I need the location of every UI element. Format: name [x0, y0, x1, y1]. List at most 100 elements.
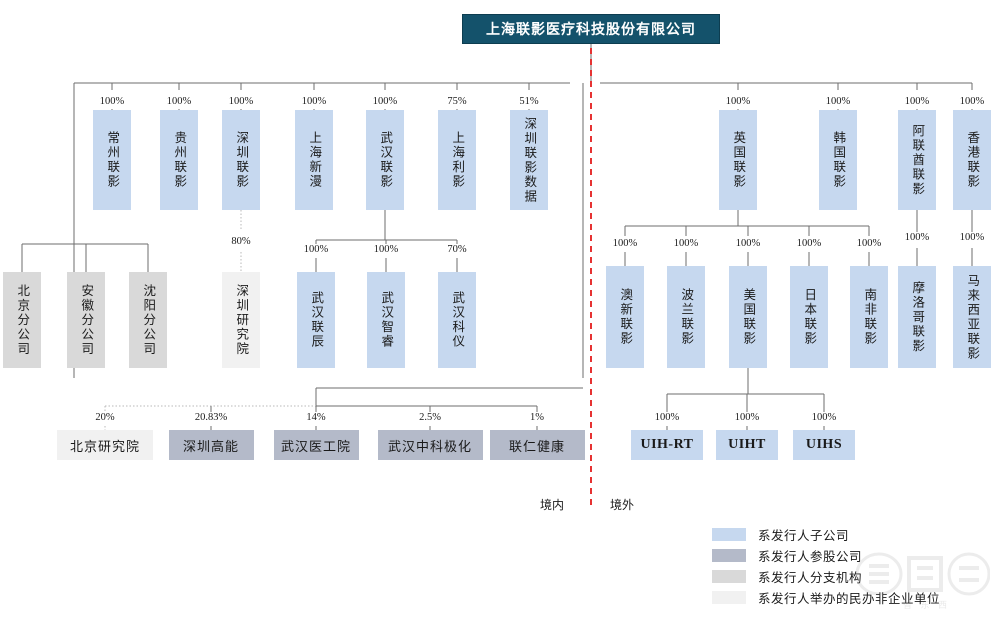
- org-node-minority-1[interactable]: 深圳高能: [168, 430, 254, 460]
- org-node-label: 深圳高能: [182, 438, 239, 454]
- org-node-label: 韩国联影: [831, 131, 846, 189]
- org-node-domestic-t1-6[interactable]: 深圳联影数据: [510, 110, 548, 210]
- org-node-domestic-t1-4[interactable]: 武汉联影: [366, 110, 404, 210]
- org-node-label: 深圳研究院: [234, 283, 249, 357]
- org-node-label: 英国联影: [731, 131, 746, 189]
- ownership-pct-minority-2: 14%: [306, 412, 326, 423]
- org-node-domestic-t1-2[interactable]: 深圳联影: [222, 110, 260, 210]
- org-node-overseas-t1-3[interactable]: 香港联影: [953, 110, 991, 210]
- ownership-pct-domestic-t2-1: 100%: [303, 244, 329, 255]
- ownership-pct-overseas-t2-2: 100%: [735, 238, 761, 249]
- org-node-overseas-t2-3[interactable]: 日本联影: [790, 266, 828, 368]
- org-node-label: 香港联影: [965, 131, 980, 189]
- ownership-pct-domestic-t1-0: 100%: [99, 96, 125, 107]
- org-node-domestic-t2-1[interactable]: 武汉联辰: [297, 272, 335, 368]
- org-node-label: 北京研究院: [69, 438, 140, 454]
- org-node-domestic-t1-0[interactable]: 常州联影: [93, 110, 131, 210]
- org-node-domestic-t2-2[interactable]: 武汉智睿: [367, 272, 405, 368]
- org-node-minority-0[interactable]: 北京研究院: [57, 430, 153, 460]
- org-node-domestic-t1-5[interactable]: 上海利影: [438, 110, 476, 210]
- ownership-pct-domestic-t2-3: 70%: [447, 244, 467, 255]
- org-node-minority-2[interactable]: 武汉医工院: [273, 430, 359, 460]
- legend-item: 系发行人举办的民办非企业单位: [712, 587, 992, 608]
- org-node-label: UIH-RT: [640, 437, 694, 452]
- legend-swatch-npo: [712, 591, 746, 604]
- org-node-branch-0[interactable]: 北京分公司: [3, 272, 41, 368]
- org-node-label: 沈阳分公司: [141, 283, 156, 357]
- org-node-overseas-t3-1[interactable]: UIHT: [716, 430, 778, 460]
- org-node-domestic-t1-3[interactable]: 上海新漫: [295, 110, 333, 210]
- org-node-label: 武汉智睿: [379, 291, 394, 349]
- ownership-pct-overseas-t1-0: 100%: [725, 96, 751, 107]
- org-node-overseas-t2-5[interactable]: 摩洛哥联影: [898, 266, 936, 368]
- org-node-label: 北京分公司: [15, 283, 30, 357]
- root-company-box[interactable]: 上海联影医疗科技股份有限公司: [462, 14, 720, 44]
- org-node-label: 波兰联影: [679, 288, 694, 346]
- org-node-label: 武汉联辰: [309, 291, 324, 349]
- org-node-label: 联仁健康: [508, 438, 565, 454]
- org-node-overseas-t3-2[interactable]: UIHS: [793, 430, 855, 460]
- region-label-overseas: 境外: [609, 498, 635, 512]
- ownership-pct-overseas-t3-0: 100%: [654, 412, 680, 423]
- org-node-overseas-t1-0[interactable]: 英国联影: [719, 110, 757, 210]
- ownership-pct-overseas-t2-0: 100%: [612, 238, 638, 249]
- ownership-pct-overseas-t1-3: 100%: [959, 96, 985, 107]
- org-node-label: 武汉医工院: [280, 438, 351, 454]
- legend-label-branch: 系发行人分支机构: [758, 571, 863, 585]
- legend-item: 系发行人参股公司: [712, 545, 992, 566]
- legend-label-participating: 系发行人参股公司: [758, 550, 863, 564]
- legend-swatch-branch: [712, 570, 746, 583]
- org-node-branch-1[interactable]: 安徽分公司: [67, 272, 105, 368]
- ownership-pct-overseas-t2-4: 100%: [856, 238, 882, 249]
- org-node-label: 武汉科仪: [450, 291, 465, 349]
- org-node-label: 上海利影: [450, 131, 465, 189]
- ownership-pct-minority-4: 1%: [530, 412, 544, 423]
- ownership-pct-domestic-t1-1: 100%: [166, 96, 192, 107]
- org-node-overseas-t1-1[interactable]: 韩国联影: [819, 110, 857, 210]
- org-node-minority-3[interactable]: 武汉中科极化: [377, 430, 483, 460]
- ownership-pct-domestic-t1-3: 100%: [301, 96, 327, 107]
- org-node-label: 日本联影: [802, 288, 817, 346]
- legend-item: 系发行人子公司: [712, 524, 992, 545]
- ownership-pct-domestic-t1-6: 51%: [519, 96, 539, 107]
- org-node-overseas-t2-6[interactable]: 马来西亚联影: [953, 266, 991, 368]
- ownership-pct-domestic-t2-2: 100%: [373, 244, 399, 255]
- org-node-label: 南非联影: [862, 288, 877, 346]
- ownership-pct-overseas-t2-1: 100%: [673, 238, 699, 249]
- region-label-domestic: 境内: [539, 498, 565, 512]
- org-node-label: 安徽分公司: [79, 283, 94, 357]
- org-node-label: 上海新漫: [307, 131, 322, 189]
- org-node-branch-2[interactable]: 沈阳分公司: [129, 272, 167, 368]
- org-node-label: 马来西亚联影: [965, 273, 980, 361]
- legend: 系发行人子公司 系发行人参股公司 系发行人分支机构 系发行人举办的民办非企业单位: [712, 524, 992, 608]
- legend-label-subsidiary: 系发行人子公司: [758, 529, 850, 543]
- org-node-overseas-t2-0[interactable]: 澳新联影: [606, 266, 644, 368]
- ownership-pct-minority-3: 2.5%: [419, 412, 441, 423]
- org-node-overseas-t3-0[interactable]: UIH-RT: [631, 430, 703, 460]
- org-node-overseas-t2-1[interactable]: 波兰联影: [667, 266, 705, 368]
- org-node-overseas-t2-4[interactable]: 南非联影: [850, 266, 888, 368]
- ownership-pct-overseas-t2-3: 100%: [796, 238, 822, 249]
- org-node-label: 贵州联影: [172, 131, 187, 189]
- org-node-domestic-t1-1[interactable]: 贵州联影: [160, 110, 198, 210]
- legend-swatch-participating: [712, 549, 746, 562]
- org-node-label: 深圳联影数据: [522, 116, 537, 204]
- org-node-sz-research[interactable]: 深圳研究院: [222, 272, 260, 368]
- org-node-label: UIHT: [728, 437, 766, 452]
- ownership-pct-overseas-t2-5: 100%: [904, 232, 930, 243]
- org-node-overseas-t1-2[interactable]: 阿联酋联影: [898, 110, 936, 210]
- root-company-label: 上海联影医疗科技股份有限公司: [486, 23, 696, 38]
- org-node-label: 摩洛哥联影: [910, 280, 925, 354]
- ownership-pct-overseas-t3-2: 100%: [811, 412, 837, 423]
- org-node-overseas-t2-2[interactable]: 美国联影: [729, 266, 767, 368]
- ownership-pct-minority-0: 20%: [95, 412, 115, 423]
- ownership-pct-overseas-t2-6: 100%: [959, 232, 985, 243]
- org-node-minority-4[interactable]: 联仁健康: [489, 430, 585, 460]
- org-node-label: 美国联影: [741, 288, 756, 346]
- ownership-pct-overseas-t1-2: 100%: [904, 96, 930, 107]
- org-node-domestic-t2-3[interactable]: 武汉科仪: [438, 272, 476, 368]
- ownership-pct-minority-1: 20.83%: [194, 412, 228, 423]
- org-node-label: 阿联酋联影: [910, 123, 925, 197]
- ownership-pct-domestic-t1-4: 100%: [372, 96, 398, 107]
- ownership-pct-sz-research: 80%: [231, 236, 251, 247]
